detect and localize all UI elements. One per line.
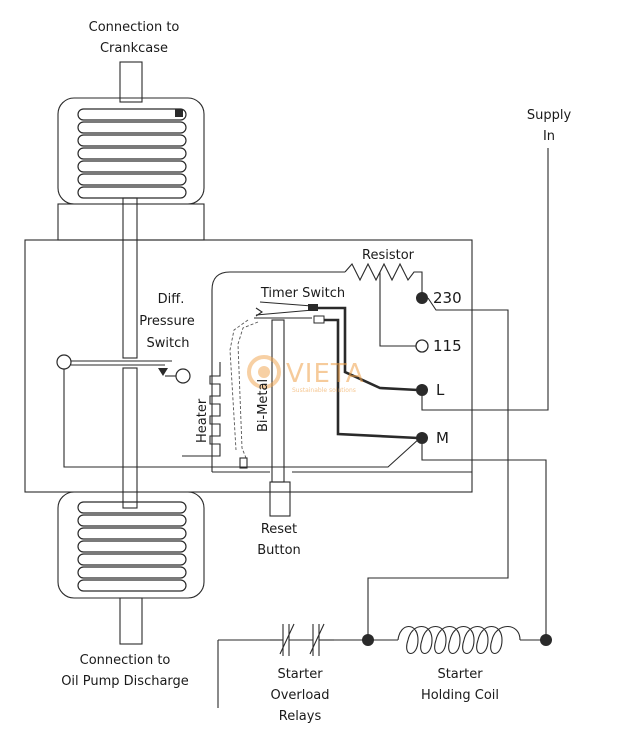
coil-label-line2: Holding Coil [421, 688, 499, 703]
diagram-labels: Connection to Crankcase Supply In Resist… [61, 20, 571, 724]
diff-label-line1: Diff. [158, 292, 185, 307]
terminal-115-label: 115 [433, 337, 462, 355]
holding-coil [362, 625, 552, 655]
coil-label-line1: Starter [437, 667, 483, 682]
oil-pump-bellows [57, 491, 205, 645]
terminal-115 [415, 339, 429, 353]
overload-relay-contacts [270, 623, 334, 656]
svg-text:VIETA: VIETA [286, 359, 365, 389]
upper-stem [122, 197, 138, 359]
vieta-watermark-logo: VIETA Sustainable solutions [247, 355, 365, 394]
terminal-l [416, 384, 428, 396]
control-housing [24, 203, 473, 493]
timer-switch-assembly [254, 301, 325, 517]
overload-label-line3: Relays [279, 709, 322, 724]
overload-label-line2: Overload [270, 688, 329, 703]
timer-switch-label: Timer Switch [260, 286, 345, 301]
crankcase-label-line1: Connection to [89, 20, 180, 35]
heater-label: Heater [195, 398, 210, 443]
bimetal-label: Bi-Metal [256, 379, 271, 432]
reset-label-line2: Button [257, 543, 301, 558]
supply-label-line2: In [543, 129, 555, 144]
terminal-m-label: M [436, 429, 449, 447]
crankcase-bellows [57, 61, 205, 205]
crankcase-label-line2: Crankcase [100, 41, 168, 56]
heater-element [182, 362, 221, 457]
resistor [344, 262, 423, 347]
terminal-230-label: 230 [433, 289, 462, 307]
oil-label-line2: Oil Pump Discharge [61, 674, 189, 689]
diff-label-line2: Pressure [139, 314, 195, 329]
terminal-230 [416, 292, 428, 304]
oil-label-line1: Connection to [80, 653, 171, 668]
diff-label-line3: Switch [147, 336, 190, 351]
reset-label-line1: Reset [261, 522, 297, 537]
svg-text:Sustainable solutions: Sustainable solutions [292, 387, 356, 394]
internal-wiring [318, 306, 419, 440]
overload-label-line1: Starter [277, 667, 323, 682]
diff-pressure-lever [56, 354, 421, 468]
terminal-m [416, 432, 428, 444]
supply-label-line1: Supply [527, 108, 572, 123]
resistor-label: Resistor [362, 248, 415, 263]
bimetal-strip [229, 319, 259, 469]
lower-stem [122, 367, 138, 509]
terminal-l-label: L [436, 381, 445, 399]
external-wiring [217, 148, 549, 708]
